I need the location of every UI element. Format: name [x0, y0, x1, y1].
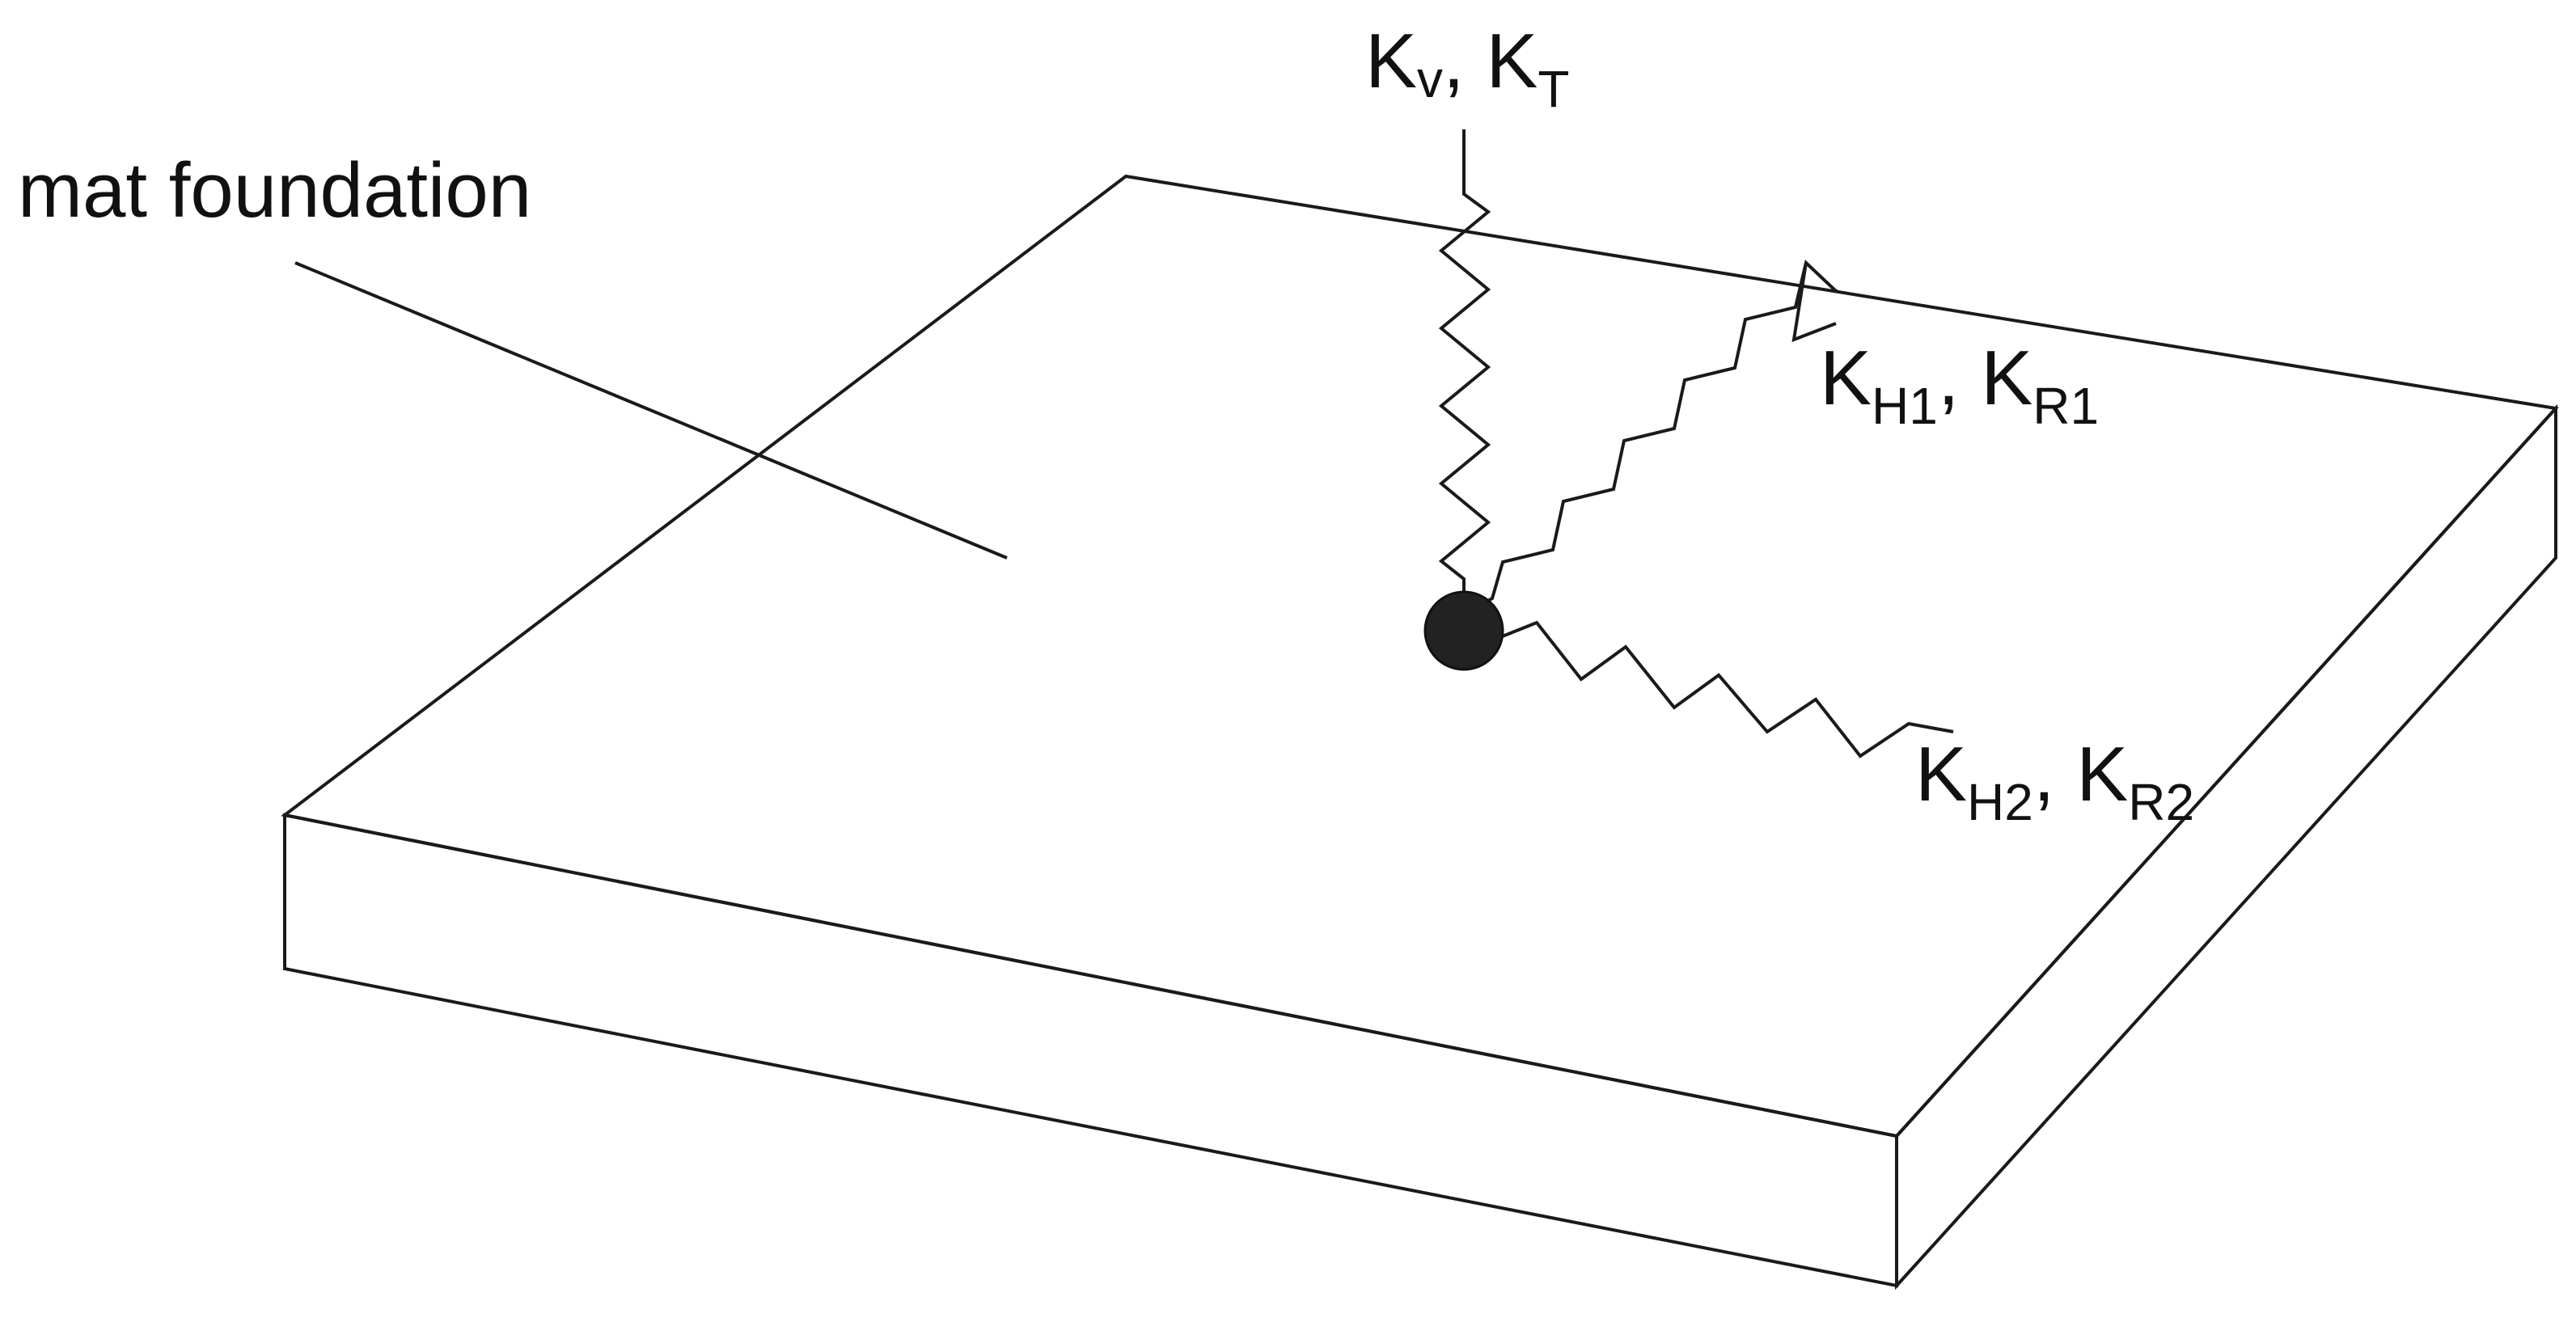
slab-top-face [281, 174, 2559, 1138]
mat-foundation-label: mat foundation [18, 147, 531, 234]
slab-side-face [1895, 403, 2557, 1291]
vertical-spring [1438, 129, 1491, 615]
horizontal-spring-1-label: KH1, KR1 [1820, 335, 2099, 435]
vertical-spring-label: Kv, KT [1365, 18, 1570, 118]
slab-front-face [283, 813, 1898, 1288]
spring-node [1423, 590, 1504, 671]
horizontal-spring-1-tail [1791, 262, 1837, 343]
horizontal-spring-1 [1463, 260, 1838, 616]
horizontal-spring-2 [1463, 620, 1954, 758]
mat-slab [281, 174, 2559, 1291]
horizontal-spring-2-label: KH2, KR2 [1915, 731, 2194, 831]
mat-foundation-leader [294, 261, 1008, 560]
